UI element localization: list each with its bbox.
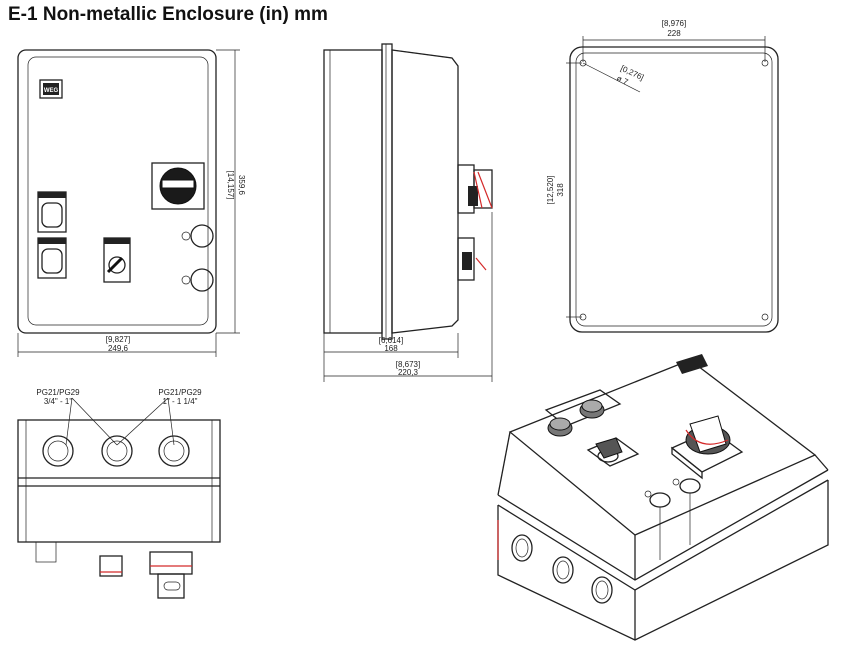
back-height-in: [12,520]: [546, 176, 555, 205]
iso-gland-holes-icon: [511, 534, 613, 604]
front-height-mm: 359,6: [237, 175, 246, 196]
cable-gland-right-icon: [158, 435, 190, 467]
front-width-in: [9,827]: [106, 335, 130, 344]
svg-text:WEG: WEG: [44, 88, 59, 94]
back-width-in: [8,976]: [662, 19, 686, 28]
front-view: WEG: [17, 49, 246, 357]
side-depth-mm: 168: [384, 344, 398, 353]
rotary-switch-icon: [151, 162, 205, 210]
back-height-mm: 318: [556, 183, 565, 197]
iso-rotary-switch-icon: [670, 415, 744, 480]
back-width-mm: 228: [667, 29, 681, 38]
gland-right-spec: PG21/PG29: [158, 388, 202, 397]
iso-pilot-lamps-icon: [644, 478, 701, 560]
back-view: [8,976] 228 [0,276] ø 7 [12,520] 318: [546, 19, 779, 333]
side-depth-in: [6,614]: [379, 336, 403, 345]
cable-gland-left-icon: [42, 435, 74, 467]
gland-left-spec: PG21/PG29: [36, 388, 80, 397]
cable-gland-middle-icon: [101, 435, 133, 467]
page-title: E-1 Non-metallic Enclosure (in) mm: [8, 4, 328, 25]
pilot-lamp-bottom-icon: [181, 268, 214, 292]
iso-pushbuttons-icon: [544, 389, 622, 437]
iso-weg-logo: [676, 354, 708, 374]
side-overall-in: [8,673]: [396, 360, 420, 369]
bottom-view: PG21/PG29 3/4" - 1" PG21/PG29 1" - 1 1/4…: [17, 388, 221, 599]
side-overall-mm: 220,3: [398, 368, 419, 377]
gland-left-size: 3/4" - 1": [44, 397, 73, 406]
isometric-view: [497, 354, 829, 641]
gland-right-size: 1" - 1 1/4": [162, 397, 197, 406]
iso-selector-switch-icon: [586, 437, 640, 467]
front-height-in: [14,157]: [226, 171, 235, 200]
pilot-lamp-top-icon: [181, 224, 214, 248]
selector-switch-icon: [103, 237, 131, 283]
side-view: [6,614] 168 [8,673] 220,3: [323, 43, 493, 382]
front-width-mm: 249,6: [108, 344, 129, 353]
pushbutton-block-top: [37, 191, 67, 233]
weg-logo: WEG: [39, 79, 63, 99]
pushbutton-block-bottom: [37, 237, 67, 279]
